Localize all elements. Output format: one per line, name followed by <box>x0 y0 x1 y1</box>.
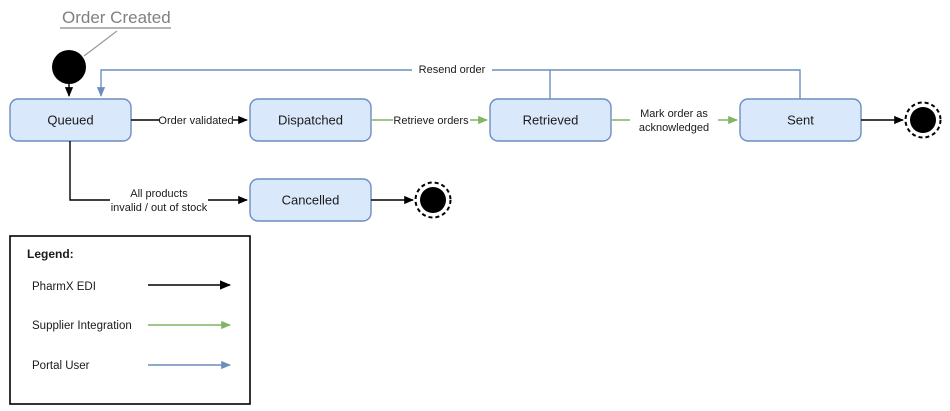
edge-queued-to-cancelled-seg1 <box>69 141 110 201</box>
state-cancelled[interactable]: Cancelled <box>249 178 372 222</box>
final-state-ring-sent <box>904 101 942 139</box>
legend-item-pharmx-edi[interactable]: PharmX EDI <box>32 280 232 293</box>
state-queued[interactable]: Queued <box>9 98 132 142</box>
final-state-ring-cancelled <box>414 181 452 219</box>
edge-retrieved-to-sent-label-line1: Mark order as <box>640 108 708 120</box>
legend-box <box>9 235 251 405</box>
edge-retrieved-to-sent-label-line2: acknowledged <box>639 122 709 134</box>
state-retrieved[interactable]: Retrieved <box>489 98 612 142</box>
note-order-created-label: Order Created <box>62 8 171 27</box>
legend-item-supplier-integration[interactable]: Supplier Integration <box>32 320 231 332</box>
edge-queued-to-cancelled-label-line1: All products <box>130 188 188 200</box>
edge-dispatched-to-retrieved[interactable]: Retrieve orders <box>371 115 488 127</box>
legend-item-portal-user[interactable]: Portal User <box>32 360 231 372</box>
initial-state-node[interactable] <box>52 50 86 84</box>
state-dispatched-label: Dispatched <box>278 113 343 128</box>
note-leader-line <box>83 30 118 57</box>
final-state-disc-sent <box>910 107 936 133</box>
legend: Legend: PharmX EDI Supplier Integration … <box>9 235 251 405</box>
legend-item-portal-user-label: Portal User <box>32 360 90 372</box>
final-state-node-sent[interactable] <box>904 101 942 139</box>
state-sent[interactable]: Sent <box>739 98 862 142</box>
note-order-created: Order Created <box>60 8 171 57</box>
edge-retrieved-to-sent[interactable]: Mark order as acknowledged <box>611 108 738 134</box>
edge-queued-to-cancelled[interactable]: All products invalid / out of stock <box>69 141 248 214</box>
edge-queued-to-dispatched-label: Order validated <box>158 115 233 127</box>
state-cancelled-label: Cancelled <box>282 193 340 208</box>
legend-item-pharmx-edi-label: PharmX EDI <box>32 281 96 293</box>
legend-title: Legend: <box>27 247 74 261</box>
state-sent-label: Sent <box>787 113 814 128</box>
edge-resend-order[interactable]: Resend order <box>96 62 801 99</box>
final-state-node-cancelled[interactable] <box>414 181 452 219</box>
edge-queued-to-dispatched[interactable]: Order validated <box>131 115 248 127</box>
state-dispatched[interactable]: Dispatched <box>249 98 372 142</box>
edge-queued-to-cancelled-label-line2: invalid / out of stock <box>111 202 208 214</box>
edge-resend-order-label-bg <box>412 62 492 78</box>
legend-item-supplier-integration-label: Supplier Integration <box>32 320 132 332</box>
edge-resend-order-label: Resend order <box>419 64 486 76</box>
state-queued-label: Queued <box>47 113 93 128</box>
edge-dispatched-to-retrieved-label: Retrieve orders <box>393 115 469 127</box>
state-retrieved-label: Retrieved <box>523 113 579 128</box>
final-state-disc-cancelled <box>420 187 446 213</box>
